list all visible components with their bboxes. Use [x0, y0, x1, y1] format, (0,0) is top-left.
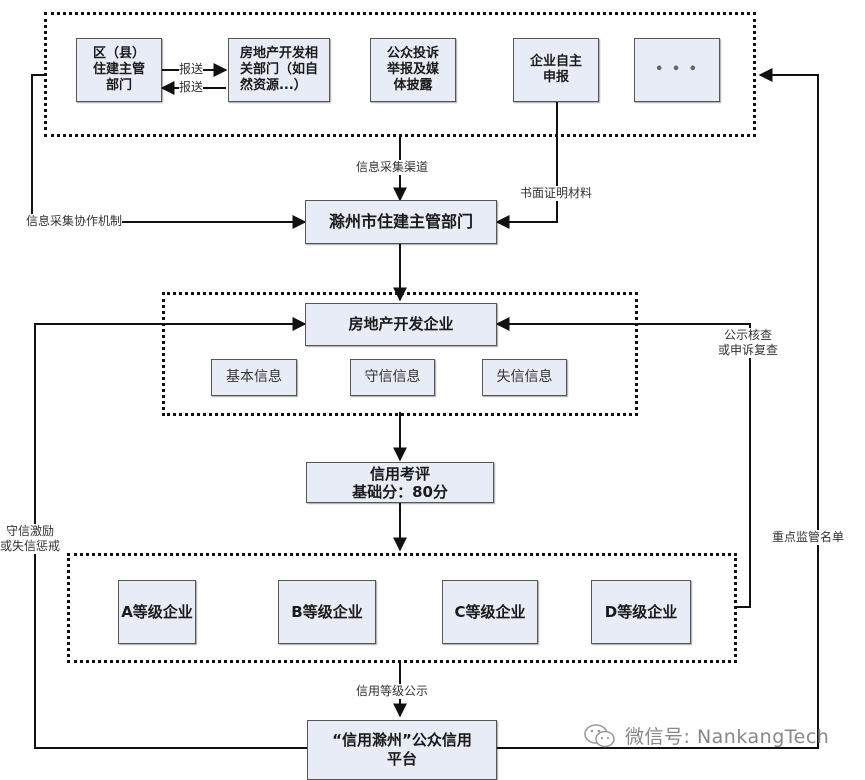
written-proof-label: 书面证明材料 [520, 186, 593, 201]
city-dept-box: 滁州市住建主管部门 [305, 200, 497, 244]
report-forward-label: 报送 [179, 62, 204, 77]
grade-c-box: C等级企业 [442, 580, 538, 644]
edge-written-proof [495, 102, 558, 229]
grade-group [67, 553, 737, 663]
grade-a-box: A等级企业 [118, 580, 196, 644]
platform-box: “信用滁州”公众信用 平台 [307, 720, 497, 780]
watermark-text: 微信号: NankangTech [625, 726, 830, 748]
trust-info-box: 守信信息 [350, 359, 435, 396]
public-complaints-box: 公众投诉 举报及媒 体披露 [370, 38, 456, 102]
grade-b-box: B等级企业 [278, 580, 376, 644]
incentive-label: 守信激励 或失信惩戒 [0, 524, 61, 554]
basic-info-box: 基本信息 [211, 359, 297, 396]
wechat-watermark: 微信号: NankangTech [583, 722, 829, 749]
developer-group [162, 292, 638, 416]
edge-collab-mechanism [31, 74, 307, 229]
edge-review [495, 317, 751, 608]
review-label: 公示核查 或申诉复查 [718, 328, 779, 358]
source-group [44, 12, 756, 137]
grade-publish-label: 信用等级公示 [356, 684, 429, 699]
collection-channel-label: 信息采集渠道 [356, 160, 429, 175]
grade-d-box: D等级企业 [591, 580, 691, 644]
untrust-info-box: 失信信息 [482, 359, 567, 396]
key-list-label: 重点监管名单 [772, 530, 845, 545]
collab-mechanism-label: 信息采集协作机制 [26, 214, 123, 229]
related-depts-box: 房地产开发相 关部门（如自 然资源...） [228, 38, 330, 102]
more-sources-box: • • • [634, 38, 720, 102]
edge-key-list [497, 68, 819, 749]
evaluation-box: 信用考评 基础分：80分 [306, 462, 494, 503]
developer-box: 房地产开发企业 [305, 303, 497, 346]
self-report-box: 企业自主 申报 [513, 38, 599, 102]
wechat-icon [584, 723, 615, 747]
district-dept-box: 区（县） 住建主管 部门 [76, 38, 162, 102]
report-back-label: 报送 [179, 80, 204, 95]
